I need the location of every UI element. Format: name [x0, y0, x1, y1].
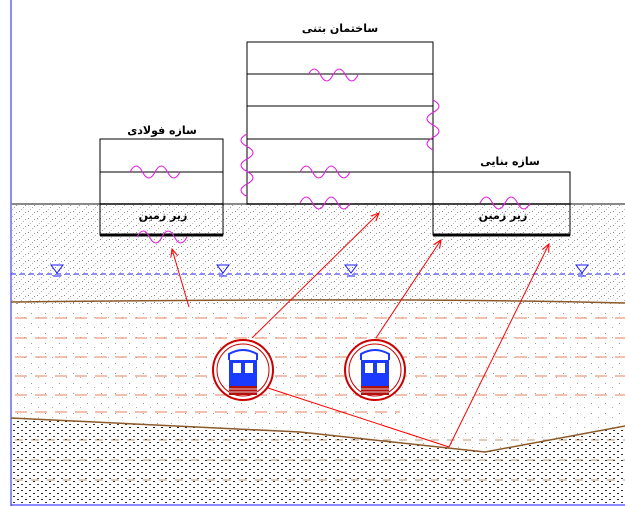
- concrete-building-label: ساختمان بتنی: [301, 22, 379, 35]
- vibration-wave-icon: [299, 196, 351, 210]
- rock-layer: [11, 418, 625, 505]
- water-table-triangle-icon: [344, 264, 358, 277]
- concrete-building: [246, 41, 434, 205]
- masonry-building: [432, 171, 571, 237]
- masonry-building-label: سازه بنایی: [480, 155, 540, 168]
- propagation-arrows: [172, 213, 549, 448]
- vibration-wave-icon: [307, 68, 359, 82]
- water-table-triangle-icon: [216, 264, 230, 277]
- vibration-wave-icon: [240, 133, 254, 197]
- vibration-wave-icon: [426, 99, 440, 151]
- vibration-wave-icon: [479, 196, 531, 210]
- steel-basement-label: زیر زمین: [138, 209, 188, 222]
- train-tunnel-icon: [344, 339, 406, 401]
- water-table-triangle-icon: [50, 264, 64, 277]
- train-tunnel-icon: [212, 339, 274, 401]
- clay-layer: [11, 299, 625, 452]
- clay-rock-boundary: [10, 417, 625, 453]
- water-table-triangle-icon: [575, 264, 589, 277]
- vibration-wave-icon: [129, 165, 181, 179]
- steel-building: [99, 138, 224, 237]
- vibration-wave-icon: [299, 165, 351, 179]
- vibration-wave-icon: [136, 230, 188, 244]
- sand-clay-boundary: [10, 299, 625, 304]
- masonry-basement-label: زیر زمین: [478, 209, 528, 222]
- sand-layer: [11, 204, 625, 304]
- steel-building-label: سازه فولادی: [127, 124, 197, 137]
